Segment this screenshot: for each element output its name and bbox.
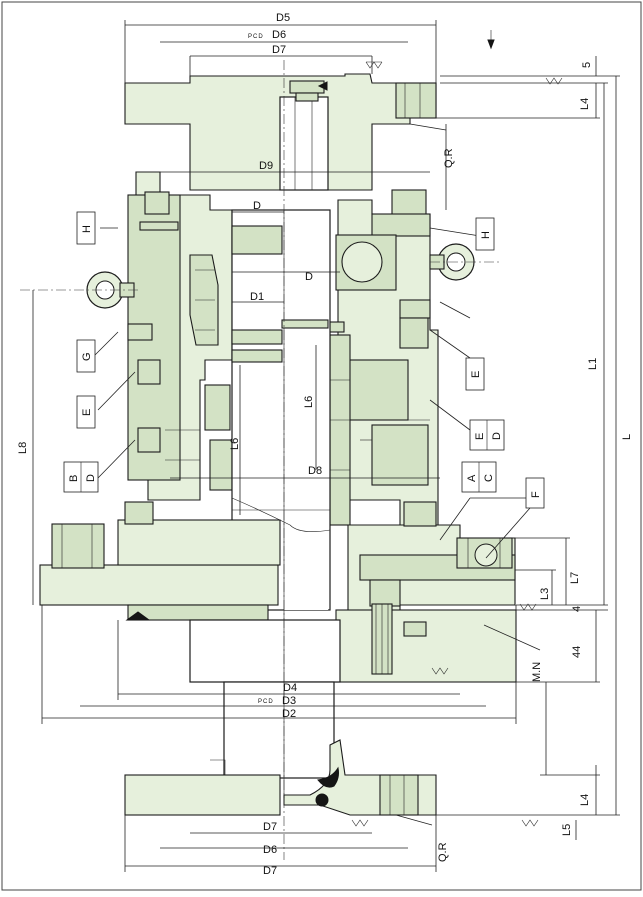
label-l4-top: L4 — [579, 98, 591, 110]
top-flange — [124, 73, 437, 191]
label-l6-a: L6 — [229, 438, 241, 450]
label-d5: D5 — [276, 12, 290, 24]
upper-housing — [127, 171, 439, 526]
callout-e-left: E — [81, 409, 93, 416]
callout-e-right: E — [470, 371, 482, 378]
label-d-a: D — [253, 200, 261, 212]
mounting-flange — [39, 501, 517, 683]
label-l7: L7 — [569, 572, 581, 584]
label-qr-bot: Q.R — [437, 842, 449, 862]
label-d4: D4 — [283, 682, 297, 694]
label-l3: L3 — [539, 588, 551, 600]
label-pcd-bot: PCD — [258, 699, 274, 705]
label-d6-bot: D6 — [263, 844, 277, 856]
callout-g: G — [81, 352, 93, 361]
label-qr-top: Q.R — [443, 148, 455, 168]
dimension-lines — [32, 20, 620, 872]
label-d9: D9 — [259, 160, 273, 172]
label-l8: L8 — [17, 442, 29, 454]
bottom-flange — [124, 739, 437, 816]
label-d6-top: D6 — [272, 29, 286, 41]
shaft — [231, 209, 331, 620]
label-pcd-top: PCD — [248, 34, 264, 40]
label-d7-top: D7 — [272, 44, 286, 56]
callout-h-right: H — [480, 231, 492, 239]
callout-h-left: H — [81, 225, 93, 233]
label-dim44: 44 — [571, 646, 583, 658]
callout-e-r2: E — [474, 433, 486, 440]
label-l1: L1 — [587, 358, 599, 370]
label-d3: D3 — [282, 695, 296, 707]
callout-d-r2: D — [491, 432, 503, 440]
label-l: L — [621, 434, 633, 440]
label-dim4: 4 — [571, 606, 583, 612]
callout-b: B — [68, 475, 80, 482]
label-d7-bot2: D7 — [263, 865, 277, 877]
callout-a: A — [466, 474, 478, 482]
callout-boxes — [63, 211, 545, 509]
label-d-b: D — [305, 271, 313, 283]
callout-labels: H H G E E B D A C F E D — [68, 225, 542, 498]
label-l6-b: L6 — [303, 396, 315, 408]
callout-c: C — [483, 474, 495, 482]
label-l4-bot: L4 — [579, 794, 591, 806]
lower-shaft — [189, 619, 341, 805]
label-d1: D1 — [250, 291, 264, 303]
surface-finish-marks — [351, 30, 563, 827]
label-mn: M.N — [531, 662, 543, 682]
callout-d-left: D — [85, 474, 97, 482]
label-l5: L5 — [561, 824, 573, 836]
dimension-labels: D5 PCD D6 D7 D9 D D D1 D8 D4 PCD D3 D2 D… — [17, 12, 633, 877]
callout-f: F — [530, 491, 542, 498]
label-d7-bot1: D7 — [263, 821, 277, 833]
label-d2: D2 — [282, 708, 296, 720]
label-d8: D8 — [308, 465, 322, 477]
label-dim5: 5 — [581, 62, 593, 68]
